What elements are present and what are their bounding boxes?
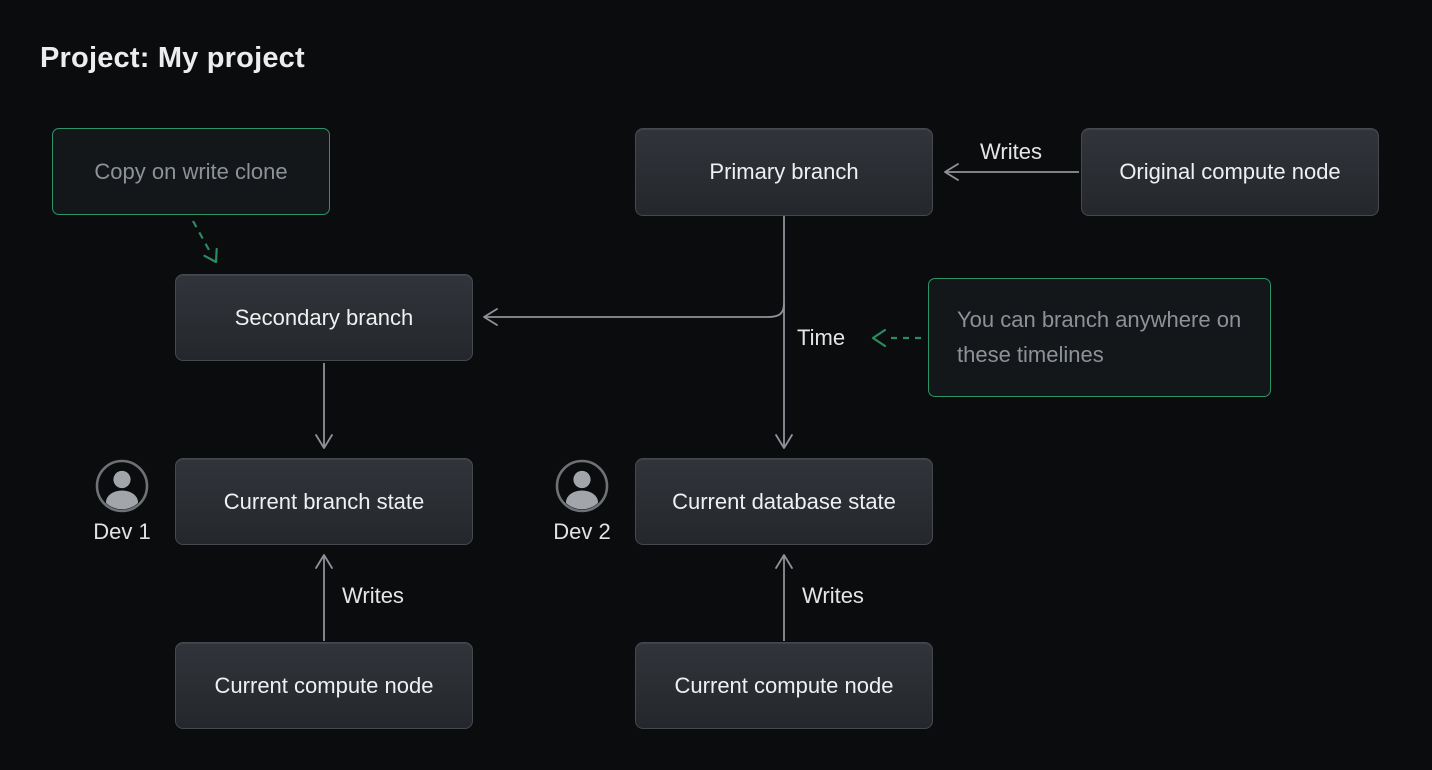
time-label: Time — [797, 325, 846, 350]
node-label: Current branch state — [223, 488, 425, 514]
clone-dashed-arrow — [192, 220, 218, 264]
node-current-branch-state: Current branch state — [175, 458, 473, 545]
writes-label-top: Writes — [980, 139, 1042, 164]
node-copy-on-write-clone: Copy on write clone — [52, 128, 330, 215]
secondary-down-arrow — [315, 363, 333, 449]
node-label: Copy on write clone — [94, 158, 288, 184]
writes-left-up-arrow — [315, 554, 333, 641]
node-current-compute-node-left: Current compute node — [175, 642, 473, 729]
page-title: Project: My project — [40, 42, 305, 74]
branch-left-arrow — [483, 302, 785, 326]
node-label: Secondary branch — [234, 304, 414, 330]
writes-right-up-arrow — [775, 554, 793, 641]
time-dashed-arrow — [871, 328, 921, 348]
node-branch-note: You can branch anywhere on these timelin… — [928, 278, 1271, 397]
node-primary-branch: Primary branch — [635, 128, 933, 216]
node-label: Original compute node — [1119, 159, 1341, 184]
node-current-database-state: Current database state — [635, 458, 933, 545]
dev2-group: Dev 2 — [550, 458, 614, 545]
primary-down-arrow — [775, 216, 793, 449]
node-label: Current compute node — [214, 672, 434, 698]
writes-top-arrow — [944, 163, 1079, 181]
node-label: Current database state — [672, 488, 896, 514]
dev1-label: Dev 1 — [93, 519, 151, 544]
dev2-label: Dev 2 — [553, 519, 611, 544]
dev1-group: Dev 1 — [90, 458, 154, 545]
user-icon — [555, 459, 609, 513]
node-label: You can branch anywhere on these timelin… — [957, 306, 1242, 367]
node-secondary-branch: Secondary branch — [175, 274, 473, 361]
node-current-compute-node-right: Current compute node — [635, 642, 933, 729]
node-label: Current compute node — [674, 672, 894, 698]
node-original-compute-node: Original compute node — [1081, 128, 1379, 216]
user-icon — [95, 459, 149, 513]
writes-label-left: Writes — [342, 583, 404, 608]
node-label: Primary branch — [709, 159, 859, 184]
writes-label-right: Writes — [802, 583, 864, 608]
